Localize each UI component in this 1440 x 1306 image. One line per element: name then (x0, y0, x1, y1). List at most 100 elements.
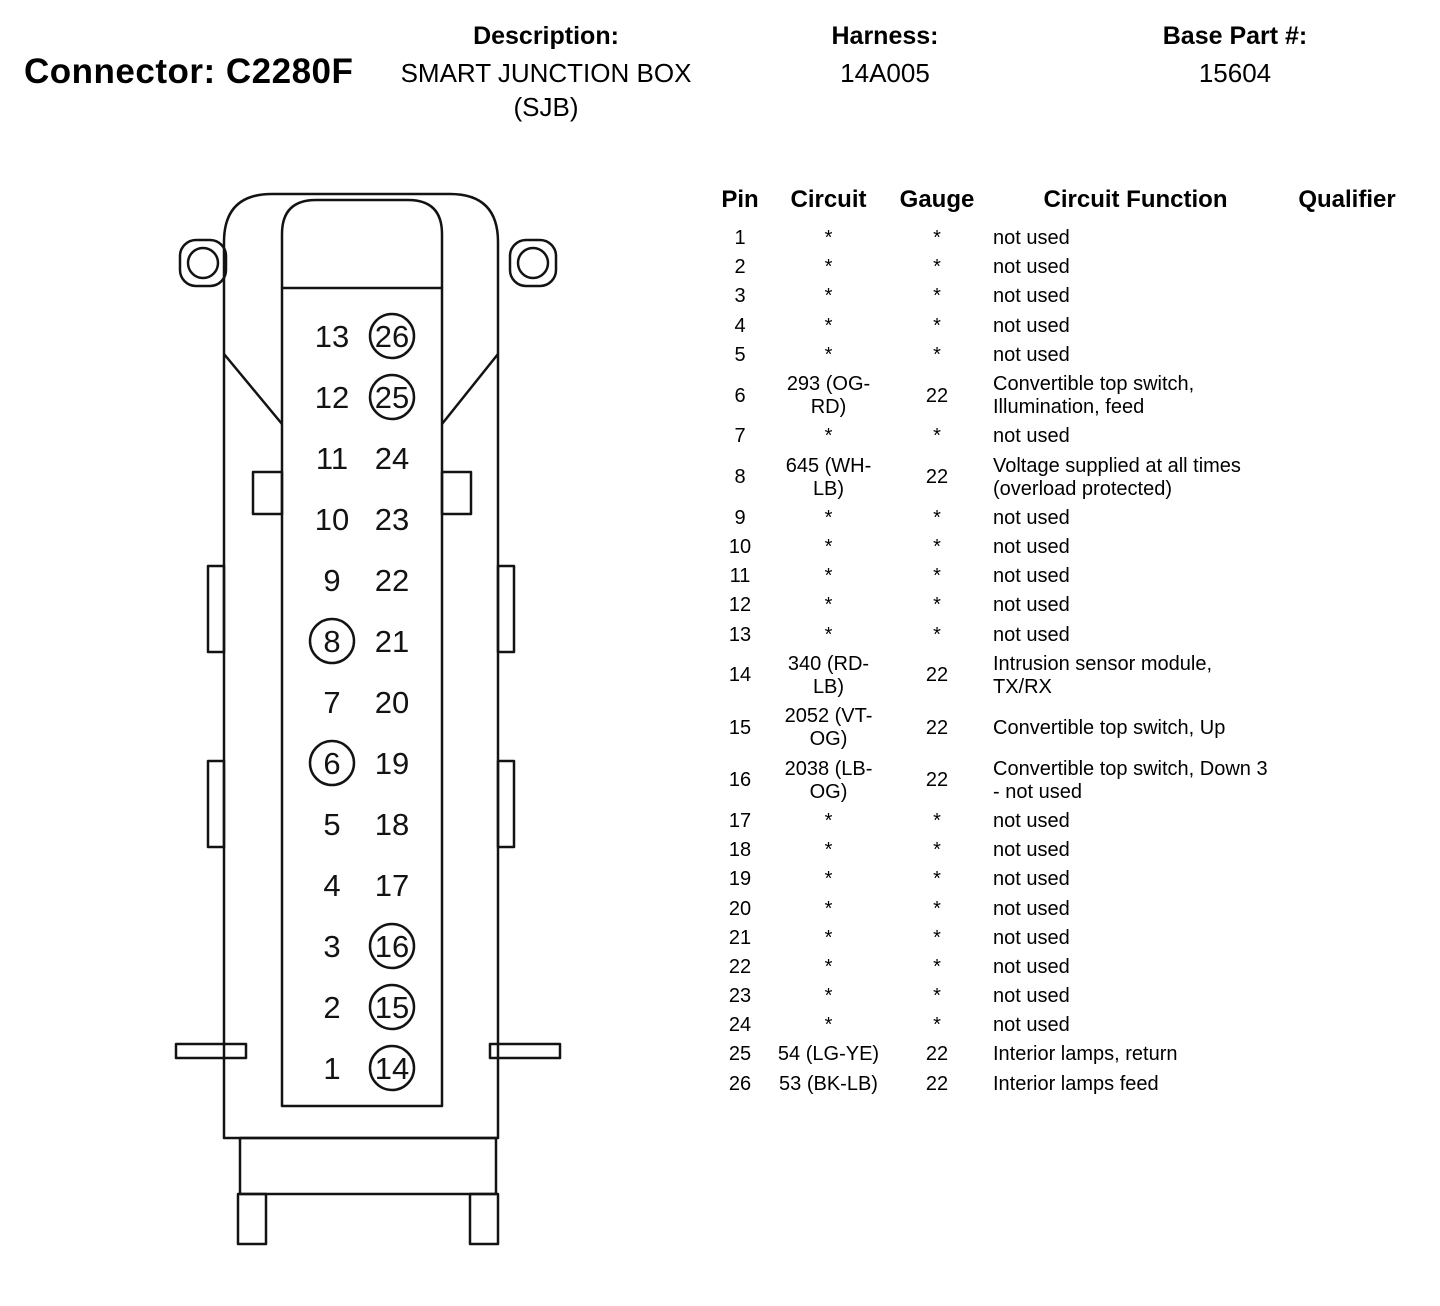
cell-pin: 21 (728, 926, 752, 949)
pin-table-row: 5 * * not used (714, 341, 1406, 370)
right-latch-lower (496, 759, 516, 849)
cell-circuit: * (824, 506, 833, 529)
cell-qualifier (1288, 895, 1406, 924)
cell-circuit: 2038 (LB- OG) (784, 757, 873, 803)
cell-qualifier (1288, 621, 1406, 650)
cell-pin: 11 (729, 565, 751, 588)
cell-circuit: 2052 (VT- OG) (784, 705, 873, 751)
left-latch-upper (206, 564, 226, 654)
cell-function: not used (993, 1014, 1070, 1037)
pin-table-row: 2**not used (714, 253, 1406, 282)
cell-qualifier (1288, 650, 1406, 702)
left-ear (178, 238, 228, 288)
cell-pin: 5 (734, 343, 746, 366)
cell-gauge: * (933, 565, 941, 588)
cell-circuit: * (824, 839, 833, 862)
cell-circuit: * (824, 955, 833, 978)
cell-gauge: * (933, 314, 941, 337)
cell-pin: 10 (728, 536, 752, 559)
cell-function: not used (993, 506, 1070, 529)
cell-gauge: * (933, 897, 941, 920)
pin-number-11: 11 (316, 441, 348, 476)
pin-number-26: 26 (375, 319, 409, 354)
cell-circuit: 54 (LG-YE) (777, 1043, 880, 1066)
cell-qualifier (1288, 924, 1406, 953)
left-latch-lower (206, 759, 226, 849)
cell-function: not used (993, 897, 1070, 920)
cell-circuit: * (824, 594, 833, 617)
pin-number-24: 24 (375, 441, 409, 476)
cell-qualifier (1288, 591, 1406, 620)
cell-qualifier (1288, 865, 1406, 894)
cell-function: not used (993, 594, 1070, 617)
cell-qualifier (1288, 982, 1406, 1011)
cell-gauge: 22 (925, 769, 949, 792)
cell-circuit: 293 (OG- RD) (786, 372, 871, 419)
cell-qualifier (1288, 1011, 1406, 1040)
cell-circuit: * (824, 285, 833, 308)
cell-qualifier (1288, 836, 1406, 865)
cell-qualifier (1288, 370, 1406, 422)
cell-function: not used (993, 623, 1070, 646)
cell-pin: 16 (728, 769, 752, 792)
pin-number-15: 15 (375, 990, 409, 1025)
pin-number-22: 22 (375, 563, 409, 598)
column-header-gauge: Gauge (899, 186, 975, 213)
cell-qualifier (1288, 533, 1406, 562)
right-key (440, 470, 473, 516)
pin-number-9: 9 (323, 563, 340, 598)
harness-value: 14A005 (840, 58, 930, 88)
cell-pin: 13 (728, 623, 752, 646)
cell-pin: 25 (728, 1043, 752, 1066)
pin-table-row: 17**not used (714, 807, 1406, 836)
cell-function: not used (993, 227, 1070, 249)
pin-table-row: 23**not used (714, 982, 1406, 1011)
cell-gauge: * (933, 285, 941, 308)
pin-table-row: 7**not used (714, 422, 1406, 451)
cell-function: Voltage supplied at all times (overload … (993, 454, 1241, 500)
cell-gauge: * (933, 1014, 941, 1037)
cell-gauge: * (933, 623, 941, 646)
description-value: SMART JUNCTION BOX (SJB) (390, 57, 702, 125)
cell-circuit: * (824, 623, 833, 646)
description-label: Description: (473, 22, 619, 50)
pin-number-3: 3 (323, 929, 340, 964)
cell-function: not used (993, 343, 1070, 366)
cell-circuit: * (824, 227, 833, 249)
pin-table-row: 10**not used (714, 533, 1406, 562)
right-wing (488, 1042, 562, 1060)
cell-gauge: * (933, 809, 941, 832)
cell-function: Interior lamps feed (993, 1072, 1159, 1095)
cell-circuit: * (824, 1014, 833, 1037)
connector-title: Connector: C2280F (24, 52, 354, 91)
cell-function: not used (993, 565, 1070, 588)
cell-gauge: 22 (925, 1043, 949, 1066)
cell-qualifier (1288, 504, 1406, 533)
column-header-qualifier: Qualifier (1298, 186, 1396, 213)
cell-circuit: * (824, 343, 833, 366)
pin-number-21: 21 (375, 624, 409, 659)
cell-qualifier (1288, 755, 1406, 807)
right-ear (508, 238, 558, 288)
cell-circuit: 645 (WH- LB) (785, 454, 872, 500)
cell-pin: 22 (728, 955, 752, 978)
cell-gauge: * (933, 343, 941, 366)
pin-table-row: 20**not used (714, 895, 1406, 924)
right-latch-upper (496, 564, 516, 654)
pin-table-row: 12**not used (714, 591, 1406, 620)
cell-qualifier (1288, 702, 1406, 754)
cell-function: Convertible top switch, Down 3 - not use… (993, 757, 1268, 803)
pin-number-16: 16 (375, 929, 409, 964)
cell-circuit: 340 (RD- LB) (787, 652, 870, 698)
cell-gauge: * (933, 227, 941, 249)
cell-pin: 23 (728, 985, 752, 1008)
cell-circuit: * (824, 314, 833, 337)
pin-number-19: 19 (375, 746, 409, 781)
cell-function: not used (993, 285, 1070, 308)
